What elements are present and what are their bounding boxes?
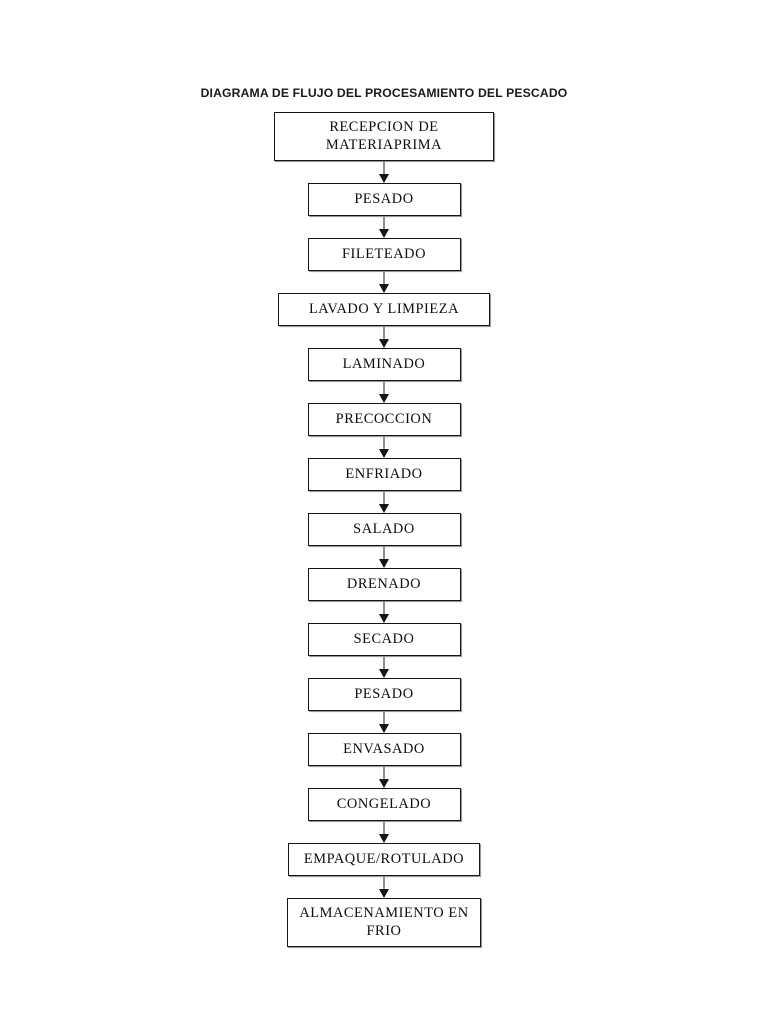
arrow-head-icon [379, 174, 389, 183]
flow-step: SECADO [0, 623, 768, 656]
flow-step: ENFRIADO [0, 458, 768, 491]
flow-arrow-connector [377, 766, 391, 788]
arrow-head-icon [379, 284, 389, 293]
flow-arrow-connector [377, 161, 391, 183]
arrow-head-icon [379, 339, 389, 348]
arrow-line [383, 381, 385, 396]
flow-node[interactable]: FILETEADO [307, 238, 461, 271]
flow-node[interactable]: LAMINADO [307, 348, 461, 381]
flow-node[interactable]: LAVADO Y LIMPIEZA [278, 293, 490, 326]
arrow-head-icon [379, 889, 389, 898]
arrow-head-icon [379, 614, 389, 623]
flow-node[interactable]: SECADO [307, 623, 461, 656]
flow-node[interactable]: DRENADO [307, 568, 461, 601]
flow-node[interactable]: CONGELADO [307, 788, 461, 821]
flow-node[interactable]: PESADO [307, 678, 461, 711]
flow-step: SALADO [0, 513, 768, 546]
flow-step: FILETEADO [0, 238, 768, 271]
flow-step: PESADO [0, 183, 768, 216]
arrow-line [383, 876, 385, 891]
flow-step: ALMACENAMIENTO EN FRIO [0, 898, 768, 947]
arrow-line [383, 216, 385, 231]
arrow-line [383, 601, 385, 616]
arrow-head-icon [379, 394, 389, 403]
flow-arrow-connector [377, 491, 391, 513]
flow-step: PESADO [0, 678, 768, 711]
flowchart: RECEPCION DE MATERIAPRIMA PESADO FILETEADO… [0, 112, 768, 947]
flow-arrow-connector [377, 876, 391, 898]
arrow-head-icon [379, 559, 389, 568]
arrow-line [383, 711, 385, 726]
arrow-line [383, 766, 385, 781]
flow-step: LAMINADO [0, 348, 768, 381]
arrow-line [383, 821, 385, 836]
flow-node[interactable]: PESADO [307, 183, 461, 216]
arrow-head-icon [379, 669, 389, 678]
page-title: DIAGRAMA DE FLUJO DEL PROCESAMIENTO DEL … [200, 86, 568, 100]
flow-step: DRENADO [0, 568, 768, 601]
flow-step: EMPAQUE/ROTULADO [0, 843, 768, 876]
arrow-line [383, 326, 385, 341]
flow-arrow-connector [377, 436, 391, 458]
flow-step: PRECOCCION [0, 403, 768, 436]
flow-arrow-connector [377, 656, 391, 678]
flow-arrow-connector [377, 271, 391, 293]
flow-arrow-connector [377, 821, 391, 843]
arrow-line [383, 656, 385, 671]
arrow-head-icon [379, 504, 389, 513]
arrow-head-icon [379, 724, 389, 733]
flow-node[interactable]: EMPAQUE/ROTULADO [288, 843, 480, 876]
arrow-head-icon [379, 834, 389, 843]
arrow-line [383, 271, 385, 286]
flow-arrow-connector [377, 216, 391, 238]
flow-node[interactable]: SALADO [307, 513, 461, 546]
flow-node[interactable]: ENFRIADO [307, 458, 461, 491]
arrow-head-icon [379, 779, 389, 788]
arrow-head-icon [379, 449, 389, 458]
arrow-line [383, 546, 385, 561]
flow-arrow-connector [377, 326, 391, 348]
flow-arrow-connector [377, 381, 391, 403]
arrow-line [383, 436, 385, 451]
flow-node[interactable]: ENVASADO [307, 733, 461, 766]
flow-arrow-connector [377, 711, 391, 733]
flow-step: LAVADO Y LIMPIEZA [0, 293, 768, 326]
flow-step: CONGELADO [0, 788, 768, 821]
flow-step: ENVASADO [0, 733, 768, 766]
flow-arrow-connector [377, 546, 391, 568]
flow-node[interactable]: PRECOCCION [307, 403, 461, 436]
flow-node[interactable]: RECEPCION DE MATERIAPRIMA [274, 112, 494, 161]
flow-step: RECEPCION DE MATERIAPRIMA [0, 112, 768, 161]
flow-node[interactable]: ALMACENAMIENTO EN FRIO [287, 898, 481, 947]
arrow-line [383, 161, 385, 176]
arrow-line [383, 491, 385, 506]
flow-arrow-connector [377, 601, 391, 623]
arrow-head-icon [379, 229, 389, 238]
